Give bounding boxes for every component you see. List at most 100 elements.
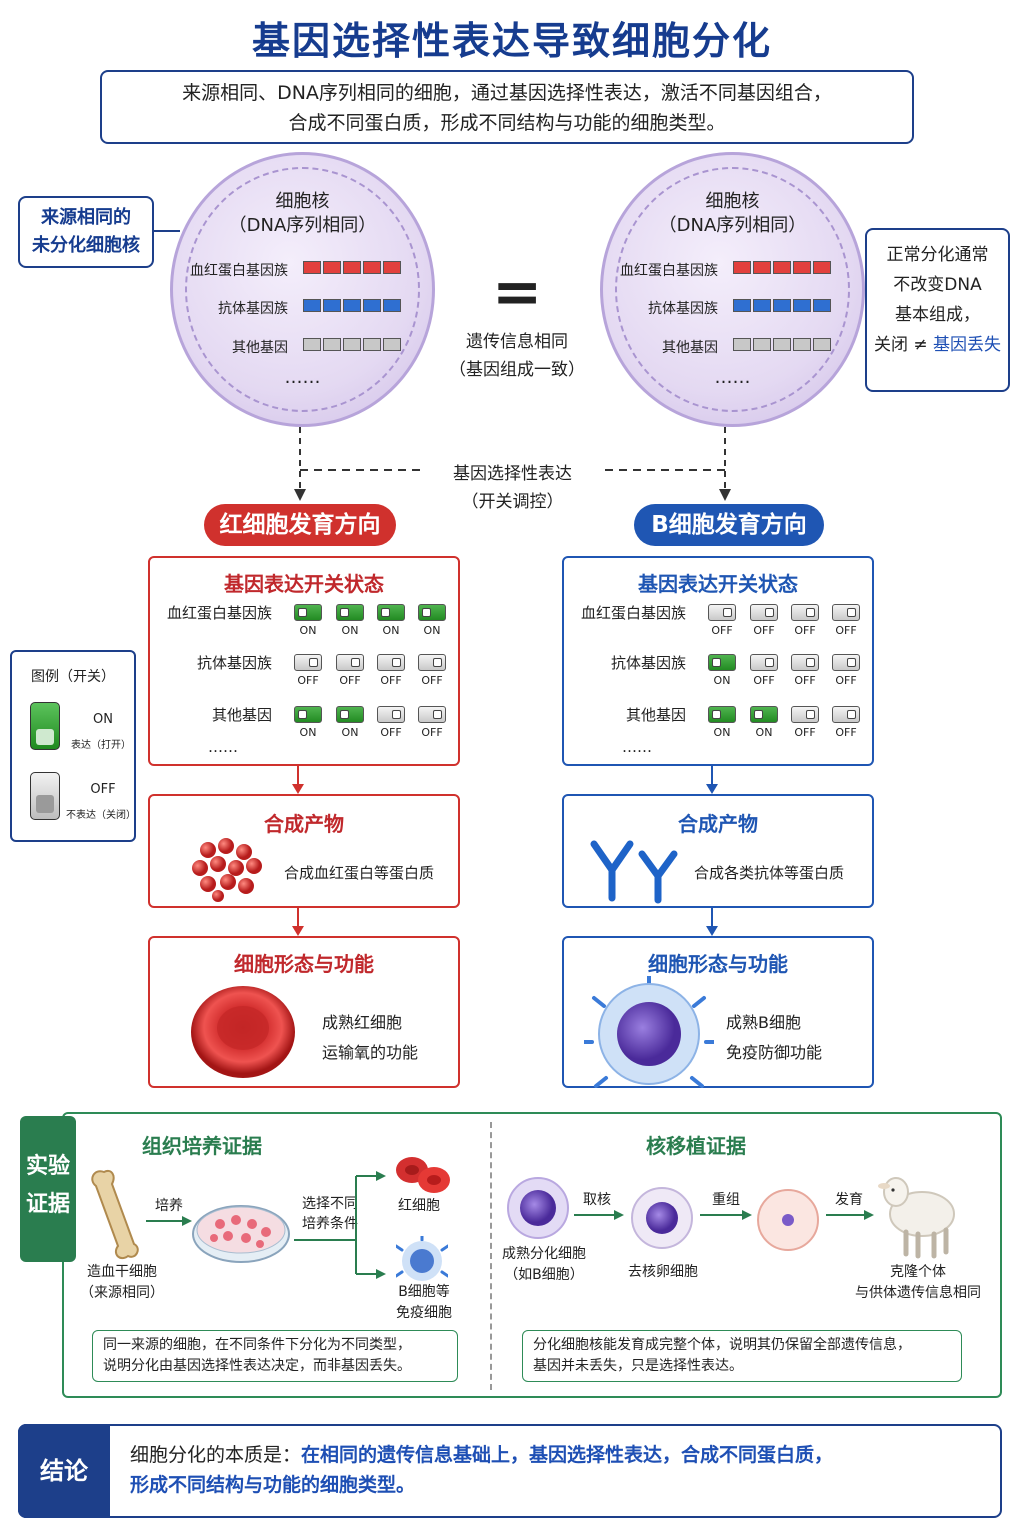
switch-row-label: 血红蛋白基因族 bbox=[166, 604, 272, 622]
select-line-1: 选择不同 bbox=[302, 1196, 358, 1212]
arrow-right-icon bbox=[700, 1210, 752, 1220]
switch-off-icon bbox=[832, 604, 860, 621]
switch-state-label: OFF bbox=[835, 726, 857, 739]
undiff-nucleus-callout: 来源相同的 未分化细胞核 bbox=[18, 196, 154, 268]
transfer-note: 分化细胞核能发育成完整个体，说明其仍保留全部遗传信息， 基因并未丢失，只是选择性… bbox=[522, 1330, 962, 1382]
antibody-icon bbox=[590, 840, 678, 904]
step-develop-label: 发育 bbox=[835, 1192, 863, 1208]
switch-off-icon bbox=[708, 604, 736, 621]
switch-off-icon bbox=[832, 706, 860, 723]
form-line-2: 运输氧的功能 bbox=[322, 1043, 419, 1062]
legend-title: 图例（开关） bbox=[31, 669, 115, 685]
switch-panel-title: 基因表达开关状态 bbox=[224, 572, 384, 596]
gene-label: 其他基因 bbox=[232, 340, 288, 356]
summary-line-1: 来源相同、DNA序列相同的细胞，通过基因选择性表达，激活不同基因组合， bbox=[182, 82, 832, 104]
form-text: 成熟红细胞 运输氧的功能 bbox=[322, 1008, 418, 1068]
nucleus-subtitle: （DNA序列相同） bbox=[658, 215, 807, 236]
form-line-2: 免疫防御功能 bbox=[726, 1043, 823, 1062]
switch-state-label: OFF bbox=[835, 674, 857, 687]
out-b-line-2: 免疫细胞 bbox=[396, 1305, 452, 1321]
arrow-right-icon bbox=[826, 1210, 874, 1220]
transfer-source: 成熟分化细胞 （如B细胞） bbox=[494, 1244, 594, 1286]
switch-off-icon bbox=[336, 654, 364, 671]
switch-state-label: OFF bbox=[421, 674, 443, 687]
switch-off-icon bbox=[377, 654, 405, 671]
switch-off-icon bbox=[294, 654, 322, 671]
switch-state-label: OFF bbox=[711, 624, 733, 637]
gene-bar-blue bbox=[733, 299, 831, 312]
enucleated-egg-icon bbox=[631, 1187, 693, 1249]
switch-on-icon bbox=[294, 706, 322, 723]
red-blood-cell-icon bbox=[191, 986, 295, 1078]
product-title: 合成产物 bbox=[678, 812, 758, 836]
step-take-nucleus-label: 取核 bbox=[583, 1192, 611, 1208]
legend-on-label: ON bbox=[93, 712, 113, 727]
switch-state-label: OFF bbox=[297, 674, 319, 687]
conclusion-text: 细胞分化的本质是：在相同的遗传信息基础上，基因选择性表达，合成不同蛋白质， 形成… bbox=[130, 1440, 990, 1500]
form-title: 细胞形态与功能 bbox=[234, 952, 374, 976]
red-form-panel: 细胞形态与功能 成熟红细胞 运输氧的功能 bbox=[148, 936, 460, 1088]
note-line-2: 基因并未丢失，只是选择性表达。 bbox=[533, 1358, 743, 1374]
product-text: 合成血红蛋白等蛋白质 bbox=[284, 864, 435, 882]
switch-state-label: ON bbox=[299, 624, 317, 637]
transfer-clone: 克隆个体 与供体遗传信息相同 bbox=[840, 1262, 996, 1304]
switch-off-icon bbox=[750, 604, 778, 621]
b-cell-icon bbox=[584, 976, 714, 1088]
dna-unchanged-callout: 正常分化通常 不改变DNA 基本组成， 关闭 ≠ 基因丢失 bbox=[865, 228, 1010, 392]
nucleus-ellipsis: …… bbox=[284, 367, 321, 388]
switch-on-icon bbox=[750, 706, 778, 723]
b-product-panel: 合成产物 合成各类抗体等蛋白质 bbox=[562, 794, 874, 908]
nucleus-title: 细胞核 bbox=[275, 191, 330, 212]
product-title: 合成产物 bbox=[264, 812, 344, 836]
switch-state-label: OFF bbox=[421, 726, 443, 739]
conclusion-line-1: 细胞分化的本质是：在相同的遗传信息基础上，基因选择性表达，合成不同蛋白质， bbox=[130, 1440, 990, 1470]
switch-state-label: OFF bbox=[753, 674, 775, 687]
gene-bar-red bbox=[733, 261, 831, 274]
nucleus-title: 细胞核 bbox=[705, 191, 760, 212]
evidence-divider bbox=[490, 1122, 492, 1390]
regulation-connectors bbox=[294, 427, 731, 501]
callout-line-2: 不改变DNA bbox=[893, 275, 982, 295]
gene-label: 抗体基因族 bbox=[648, 301, 718, 317]
callout-line-2: 未分化细胞核 bbox=[32, 235, 140, 256]
switch-state-label: OFF bbox=[794, 726, 816, 739]
callout-line-3: 基本组成， bbox=[895, 305, 980, 325]
switch-state-label: OFF bbox=[339, 674, 361, 687]
transfer-title: 核移植证据 bbox=[646, 1134, 746, 1158]
switch-row-label: 其他基因 bbox=[625, 706, 686, 724]
switch-state-label: ON bbox=[299, 726, 317, 739]
step-culture-label: 培养 bbox=[155, 1198, 183, 1214]
flow-arrows-2 bbox=[292, 908, 718, 936]
step-select-label: 选择不同 培养条件 bbox=[294, 1194, 366, 1234]
form-line-1: 成熟红细胞 bbox=[322, 1013, 403, 1032]
switch-row-label: 其他基因 bbox=[211, 706, 272, 724]
nucleus-subtitle: （DNA序列相同） bbox=[228, 215, 377, 236]
switch-row-label: 血红蛋白基因族 bbox=[580, 604, 686, 622]
equal-line-1: 遗传信息相同 bbox=[466, 332, 568, 352]
switch-off-icon bbox=[750, 654, 778, 671]
sheep-icon bbox=[878, 1177, 955, 1259]
switch-on-icon bbox=[377, 604, 405, 621]
switch-on-icon bbox=[294, 604, 322, 621]
switch-state-label: ON bbox=[341, 726, 359, 739]
legend-off-switch-icon bbox=[30, 772, 60, 820]
culture-out-red: 红细胞 bbox=[398, 1198, 440, 1214]
step-recombine-label: 重组 bbox=[712, 1192, 740, 1208]
conclusion-prefix: 细胞分化的本质是： bbox=[130, 1444, 302, 1466]
summary-line-2: 合成不同蛋白质，形成不同结构与功能的细胞类型。 bbox=[288, 112, 726, 134]
gene-label: 血红蛋白基因族 bbox=[190, 263, 288, 279]
switch-panel-title: 基因表达开关状态 bbox=[638, 572, 798, 596]
form-text: 成熟B细胞 免疫防御功能 bbox=[726, 1008, 822, 1068]
switch-off-icon bbox=[418, 654, 446, 671]
note-line-1: 同一来源的细胞，在不同条件下分化为不同类型， bbox=[103, 1337, 411, 1353]
petri-dish-icon bbox=[192, 1205, 290, 1263]
arrow-right-icon bbox=[146, 1216, 192, 1226]
gene-bar-red bbox=[303, 261, 401, 274]
c4-line-1: 克隆个体 bbox=[890, 1264, 946, 1280]
switch-state-label: OFF bbox=[380, 674, 402, 687]
transfer-egg: 去核卵细胞 bbox=[628, 1264, 698, 1280]
c1-line-1: 成熟分化细胞 bbox=[502, 1246, 586, 1262]
differentiated-cell-icon bbox=[507, 1177, 569, 1239]
switch-state-label: ON bbox=[423, 624, 441, 637]
source-line-1: 造血干细胞 bbox=[87, 1264, 157, 1280]
